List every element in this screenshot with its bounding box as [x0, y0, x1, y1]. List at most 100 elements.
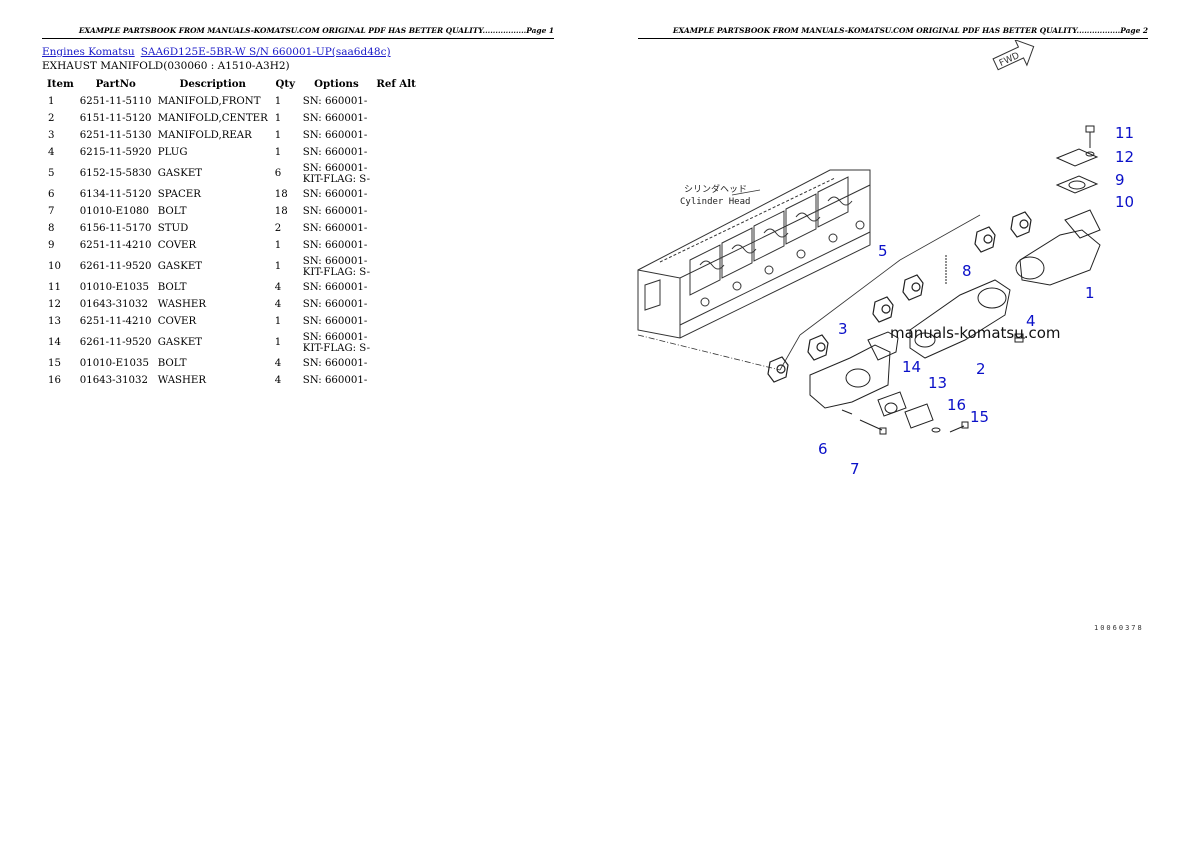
cell-partno: 01010-E1035 [79, 358, 149, 369]
option-sn: SN: 660001- [302, 223, 368, 234]
cell-ref-alt [373, 144, 419, 161]
cell-ref-alt [373, 279, 419, 296]
callout-10: 10 [1115, 193, 1134, 211]
callout-9: 9 [1115, 171, 1125, 189]
option-kit-flag: KIT-FLAG: S- [302, 342, 371, 354]
cell-ref-alt [373, 237, 419, 254]
option-kit-flag: KIT-FLAG: S- [302, 173, 371, 185]
cell-partno: 6151-11-5120 [79, 113, 152, 124]
breadcrumb: Engines Komatsu SAA6D125E-5BR-W S/N 66000… [42, 46, 391, 58]
table-row: 14 6261-11-9520 GASKET 1 SN: 660001-KIT-… [44, 330, 419, 355]
cell-item: 11 [48, 282, 61, 293]
cell-qty: 18 [274, 189, 288, 200]
assembly-centerline [637, 214, 981, 371]
table-header-row: Item PartNo Description Qty Options Ref … [44, 76, 419, 93]
table-row: 12 01643-31032 WASHER 4 SN: 660001- [44, 296, 419, 313]
cell-description: GASKET [157, 261, 203, 272]
cell-item: 7 [48, 206, 55, 217]
figure-code: 10060378 [1094, 624, 1144, 632]
callout-6: 6 [818, 440, 828, 458]
option-sn: SN: 660001- [302, 255, 368, 267]
cell-item: 15 [48, 358, 61, 369]
cell-qty: 1 [274, 316, 282, 327]
cell-options: SN: 660001- [300, 203, 373, 220]
cell-qty: 1 [274, 147, 282, 158]
cell-ref-alt [373, 372, 419, 389]
cell-ref-alt [373, 355, 419, 372]
cell-item: 9 [48, 240, 55, 251]
cell-options: SN: 660001-KIT-FLAG: S- [300, 254, 373, 279]
cell-options: SN: 660001- [300, 127, 373, 144]
callout-12: 12 [1115, 148, 1134, 166]
col-header-options: Options [314, 78, 359, 90]
cell-ref-alt [373, 313, 419, 330]
cell-item: 8 [48, 223, 55, 234]
option-sn: SN: 660001- [302, 375, 368, 386]
option-sn: SN: 660001- [302, 316, 368, 327]
cell-description: MANIFOLD,REAR [157, 130, 252, 141]
cell-options: SN: 660001- [300, 355, 373, 372]
cylinder-head-label-en: Cylinder Head [680, 197, 750, 207]
breadcrumb-link-model[interactable]: SAA6D125E-5BR-W S/N 660001-UP(saa6d48c) [140, 46, 391, 58]
callout-2: 2 [976, 360, 986, 378]
cell-qty: 2 [274, 223, 282, 234]
cell-options: SN: 660001-KIT-FLAG: S- [300, 161, 373, 186]
manifold-rear-drawing [809, 331, 899, 409]
table-row: 10 6261-11-9520 GASKET 1 SN: 660001-KIT-… [44, 254, 419, 279]
cell-item: 1 [48, 96, 55, 107]
cell-description: PLUG [157, 147, 188, 158]
cell-qty: 4 [274, 375, 282, 386]
manifold-center-drawing [909, 279, 1011, 359]
cell-partno: 6251-11-4210 [79, 316, 152, 327]
table-row: 16 01643-31032 WASHER 4 SN: 660001- [44, 372, 419, 389]
cell-partno: 01010-E1080 [79, 206, 149, 217]
cell-item: 5 [48, 168, 55, 179]
cell-description: COVER [157, 316, 197, 327]
cell-item: 16 [48, 375, 61, 386]
cell-description: BOLT [157, 282, 187, 293]
cell-item: 4 [48, 147, 55, 158]
table-row: 8 6156-11-5170 STUD 2 SN: 660001- [44, 220, 419, 237]
option-sn: SN: 660001- [302, 130, 368, 141]
option-sn: SN: 660001- [302, 147, 368, 158]
cell-options: SN: 660001- [300, 186, 373, 203]
cylinder-head-label-jp: シリンダヘッド [684, 183, 747, 195]
table-row: 11 01010-E1035 BOLT 4 SN: 660001- [44, 279, 419, 296]
callout-8: 8 [962, 262, 972, 280]
cell-options: SN: 660001- [300, 313, 373, 330]
cell-partno: 6261-11-9520 [79, 261, 152, 272]
cell-qty: 1 [274, 261, 282, 272]
cell-item: 6 [48, 189, 55, 200]
cell-ref-alt [373, 186, 419, 203]
cell-ref-alt [373, 220, 419, 237]
cell-ref-alt [373, 127, 419, 144]
cell-description: COVER [157, 240, 197, 251]
table-row: 2 6151-11-5120 MANIFOLD,CENTER 1 SN: 660… [44, 110, 419, 127]
option-sn: SN: 660001- [302, 189, 368, 200]
cell-options: SN: 660001-KIT-FLAG: S- [300, 330, 373, 355]
cell-ref-alt [373, 161, 419, 186]
callout-13: 13 [928, 374, 947, 392]
table-row: 3 6251-11-5130 MANIFOLD,REAR 1 SN: 66000… [44, 127, 419, 144]
cell-partno: 01010-E1035 [79, 282, 149, 293]
cell-options: SN: 660001- [300, 220, 373, 237]
cell-partno: 6215-11-5920 [79, 147, 152, 158]
breadcrumb-link-engines[interactable]: Engines Komatsu [42, 46, 135, 58]
table-row: 1 6251-11-5110 MANIFOLD,FRONT 1 SN: 6600… [44, 93, 419, 110]
option-sn: SN: 660001- [302, 299, 368, 310]
cell-partno: 01643-31032 [79, 299, 148, 310]
option-sn: SN: 660001- [302, 96, 368, 107]
callout-15: 15 [970, 408, 989, 426]
cell-partno: 6152-15-5830 [79, 168, 152, 179]
cell-options: SN: 660001- [300, 110, 373, 127]
cell-options: SN: 660001- [300, 372, 373, 389]
cell-qty: 1 [274, 337, 282, 348]
cell-description: MANIFOLD,CENTER [157, 113, 268, 124]
cell-item: 3 [48, 130, 55, 141]
cell-description: GASKET [157, 168, 203, 179]
callout-11: 11 [1115, 124, 1134, 142]
cell-qty: 4 [274, 282, 282, 293]
cell-qty: 1 [274, 240, 282, 251]
cell-options: SN: 660001- [300, 144, 373, 161]
gasket-drawings [767, 211, 1032, 383]
